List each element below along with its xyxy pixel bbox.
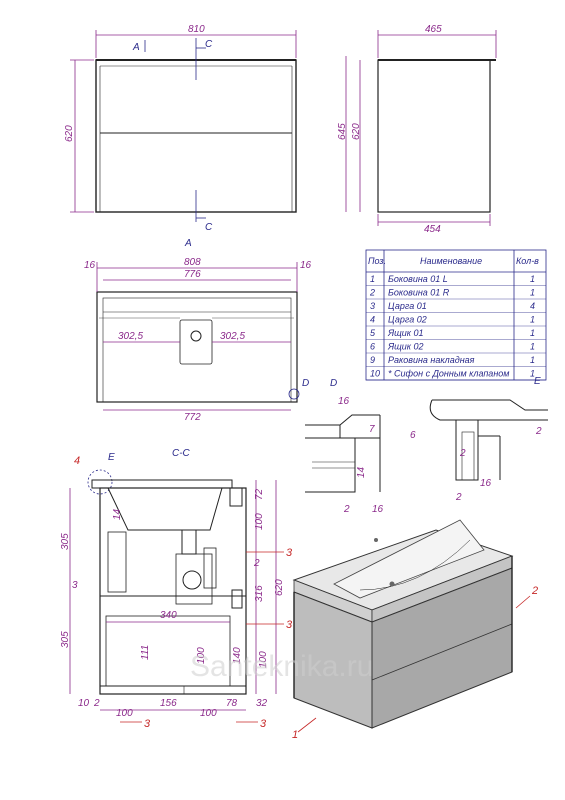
table-cell: 4 bbox=[530, 301, 535, 311]
top-dim-302-right: 302,5 bbox=[220, 331, 245, 342]
section-pos4: 4 bbox=[74, 455, 80, 467]
table-cell: 1 bbox=[530, 328, 535, 338]
table-cell: 1 bbox=[370, 274, 375, 284]
detail-d: D 16 7 14 2 16 bbox=[305, 378, 384, 515]
bottom-2: 2 bbox=[93, 698, 100, 709]
callout-3-d: 3 bbox=[286, 619, 293, 631]
callout-3-a: 3 bbox=[144, 718, 151, 730]
section-111: 111 bbox=[140, 645, 151, 660]
front-view: 810 620 A C C bbox=[64, 24, 297, 233]
section-a-marker: A bbox=[132, 42, 140, 53]
detail-e: E 6 2 2 16 2 bbox=[410, 376, 548, 503]
table-cell: Раковина накладная bbox=[388, 355, 475, 365]
section-c-marker-bottom: C bbox=[205, 222, 213, 233]
section-100-a: 100 bbox=[254, 513, 265, 530]
section-e-marker: E bbox=[108, 452, 115, 463]
section-title: C-C bbox=[172, 448, 191, 459]
side-height-645: 645 bbox=[337, 123, 348, 140]
table-cell: 2 bbox=[369, 288, 375, 298]
bottom-156: 156 bbox=[160, 698, 177, 709]
table-cell: 4 bbox=[370, 315, 375, 325]
side-bottom-width: 454 bbox=[424, 224, 441, 235]
section-305-top: 305 bbox=[60, 533, 71, 550]
watermark: Santeknika.ru bbox=[190, 650, 373, 683]
detail-e-2b: 2 bbox=[455, 492, 462, 503]
bottom-10: 10 bbox=[78, 698, 90, 709]
section-340: 340 bbox=[160, 610, 177, 621]
iso-view: 1 2 bbox=[292, 519, 538, 741]
section-2: 2 bbox=[253, 558, 260, 569]
section-305-bottom: 305 bbox=[60, 631, 71, 648]
top-view: A 302,5 302,5 808 776 16 16 772 D bbox=[84, 238, 312, 423]
table-cell: 6 bbox=[370, 342, 375, 352]
table-header-pos: Поз. bbox=[368, 256, 386, 266]
detail-d-2: 2 bbox=[343, 504, 350, 515]
section-620: 620 bbox=[274, 579, 285, 596]
section-72: 72 bbox=[254, 488, 265, 500]
table-cell: 5 bbox=[370, 328, 376, 338]
table-cell: 1 bbox=[530, 315, 535, 325]
bottom-78: 78 bbox=[226, 698, 238, 709]
section-cc: C-C E 4 305 305 3 14 72 100 620 316 2 bbox=[60, 448, 293, 730]
section-3: 3 bbox=[72, 580, 78, 591]
section-140: 140 bbox=[232, 647, 243, 664]
side-view: 465 454 645 620 bbox=[337, 24, 497, 235]
section-100-c: 100 bbox=[258, 651, 269, 668]
table-cell: 1 bbox=[530, 288, 535, 298]
section-c-marker-top: C bbox=[205, 39, 213, 50]
detail-d-7: 7 bbox=[369, 424, 375, 435]
table-cell: 9 bbox=[370, 355, 375, 365]
top-left-16: 16 bbox=[84, 260, 96, 271]
detail-e-title: E bbox=[534, 376, 541, 387]
table-cell: Боковина 01 R bbox=[388, 288, 450, 298]
iso-callout-1: 1 bbox=[292, 729, 298, 741]
detail-e-2: 2 bbox=[459, 448, 466, 459]
detail-d-title: D bbox=[330, 378, 337, 389]
detail-e-6: 6 bbox=[410, 430, 416, 441]
callout-3-c: 3 bbox=[286, 547, 293, 559]
parts-table: 1 Боковина 01 L 1 2 Боковина 01 R 1 3 Царга 01 4… bbox=[365, 249, 547, 381]
top-width-808: 808 bbox=[184, 257, 201, 268]
table-header-name: Наименование bbox=[420, 256, 482, 266]
top-dim-302-left: 302,5 bbox=[118, 331, 143, 342]
front-width-label: 810 bbox=[188, 24, 205, 35]
detail-e-16: 16 bbox=[480, 478, 492, 489]
table-cell: 10 bbox=[370, 369, 380, 379]
section-316: 316 bbox=[254, 585, 265, 602]
table-cell: Царга 01 bbox=[388, 301, 427, 311]
table-cell: 1 bbox=[530, 369, 535, 379]
detail-d-marker: D bbox=[302, 378, 309, 389]
bottom-100-a: 100 bbox=[116, 708, 133, 719]
section-100-b: 100 bbox=[196, 647, 207, 664]
table-cell: 1 bbox=[530, 355, 535, 365]
table-cell: Ящик 01 bbox=[387, 328, 424, 338]
table-cell: 1 bbox=[530, 274, 535, 284]
callout-3-b: 3 bbox=[260, 718, 267, 730]
top-bottom-772: 772 bbox=[184, 412, 201, 423]
table-cell: 3 bbox=[370, 301, 375, 311]
top-view-title: A bbox=[184, 238, 192, 249]
table-cell: Ящик 02 bbox=[387, 342, 424, 352]
iso-callout-2: 2 bbox=[531, 585, 538, 597]
detail-d-14: 14 bbox=[356, 466, 367, 478]
detail-e-2c: 2 bbox=[535, 426, 542, 437]
detail-d-16b: 16 bbox=[372, 504, 384, 515]
top-right-16: 16 bbox=[300, 260, 312, 271]
side-height-620: 620 bbox=[351, 123, 362, 140]
table-cell: * Сифон с Донным клапаном bbox=[388, 369, 509, 379]
detail-d-16: 16 bbox=[338, 396, 350, 407]
bottom-32: 32 bbox=[256, 698, 268, 709]
top-width-776: 776 bbox=[184, 269, 201, 280]
bottom-100-b: 100 bbox=[200, 708, 217, 719]
table-cell: 1 bbox=[530, 342, 535, 352]
front-height-label: 620 bbox=[64, 125, 75, 142]
table-cell: Боковина 01 L bbox=[388, 274, 448, 284]
side-top-width: 465 bbox=[425, 24, 442, 35]
section-14: 14 bbox=[112, 508, 123, 520]
table-header-qty: Кол-в bbox=[516, 256, 539, 266]
table-cell: Царга 02 bbox=[388, 315, 427, 325]
